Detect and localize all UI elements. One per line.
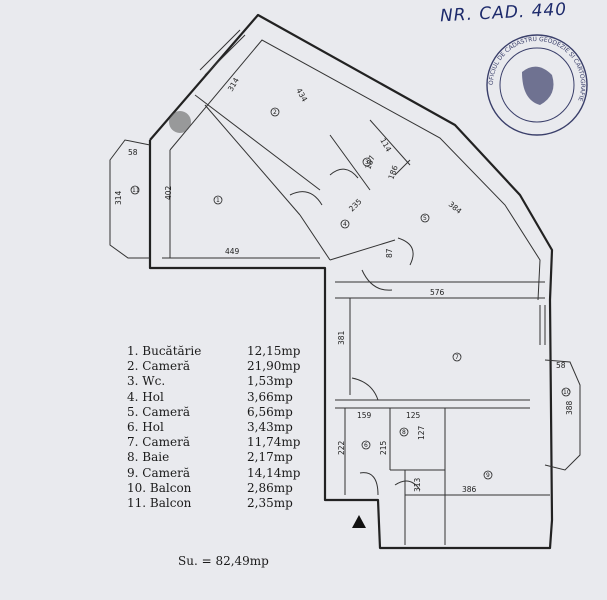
dim-label: 449 [225,247,240,256]
svg-text:9: 9 [486,472,490,479]
svg-text:10: 10 [563,389,571,396]
room-marker: 5 [420,213,430,223]
cadastral-stamp: OFICIUL DE CADASTRU GEODEZIE SI CARTOGRA… [486,34,588,136]
dim-label: 381 [337,330,346,345]
room-marker: 11 [130,185,140,195]
dim-label: 576 [430,288,445,297]
dim-label: 215 [379,440,388,455]
total-area: Su. = 82,49mp [178,554,269,568]
svg-text:7: 7 [455,354,459,361]
dim-label: 388 [565,400,574,415]
dim-label: 114 [378,137,393,154]
dim-label: 125 [406,411,421,420]
dim-label: 87 [385,248,394,258]
room-markers: 1 2 3 4 5 6 7 8 9 10 11 [130,107,571,480]
dim-label: 314 [226,76,241,93]
svg-text:4: 4 [343,221,347,228]
room-marker: 2 [270,107,280,117]
room-marker: 3 [362,157,372,167]
dim-label: 127 [417,425,426,440]
svg-text:2: 2 [273,109,277,116]
room-marker: 9 [483,470,493,480]
dim-label: 222 [337,440,346,455]
dim-label: 58 [128,148,138,157]
dim-label: 314 [114,190,123,205]
dim-label: 186 [386,164,399,181]
svg-text:5: 5 [423,215,427,222]
walls [109,13,581,550]
room-marker: 6 [361,440,371,450]
dim-label: 402 [164,185,173,200]
dim-label: 235 [347,197,364,214]
room-marker: 8 [399,427,409,437]
room-marker: 10 [561,387,571,397]
svg-text:3: 3 [365,159,369,166]
svg-text:6: 6 [364,442,368,449]
legend-row: 3. Wc.1,53mp [127,374,293,389]
dim-label: 313 [413,477,422,492]
dim-label: 434 [294,87,309,104]
dim-label: 384 [447,200,464,216]
dim-label: 58 [556,361,566,370]
svg-text:1: 1 [216,197,220,204]
svg-text:11: 11 [132,187,140,194]
svg-text:8: 8 [402,429,406,436]
dim-label: 386 [462,485,477,494]
room-marker: 7 [452,352,462,362]
room-marker: 1 [213,195,223,205]
room-marker: 4 [340,219,350,229]
dim-label: 159 [357,411,372,420]
